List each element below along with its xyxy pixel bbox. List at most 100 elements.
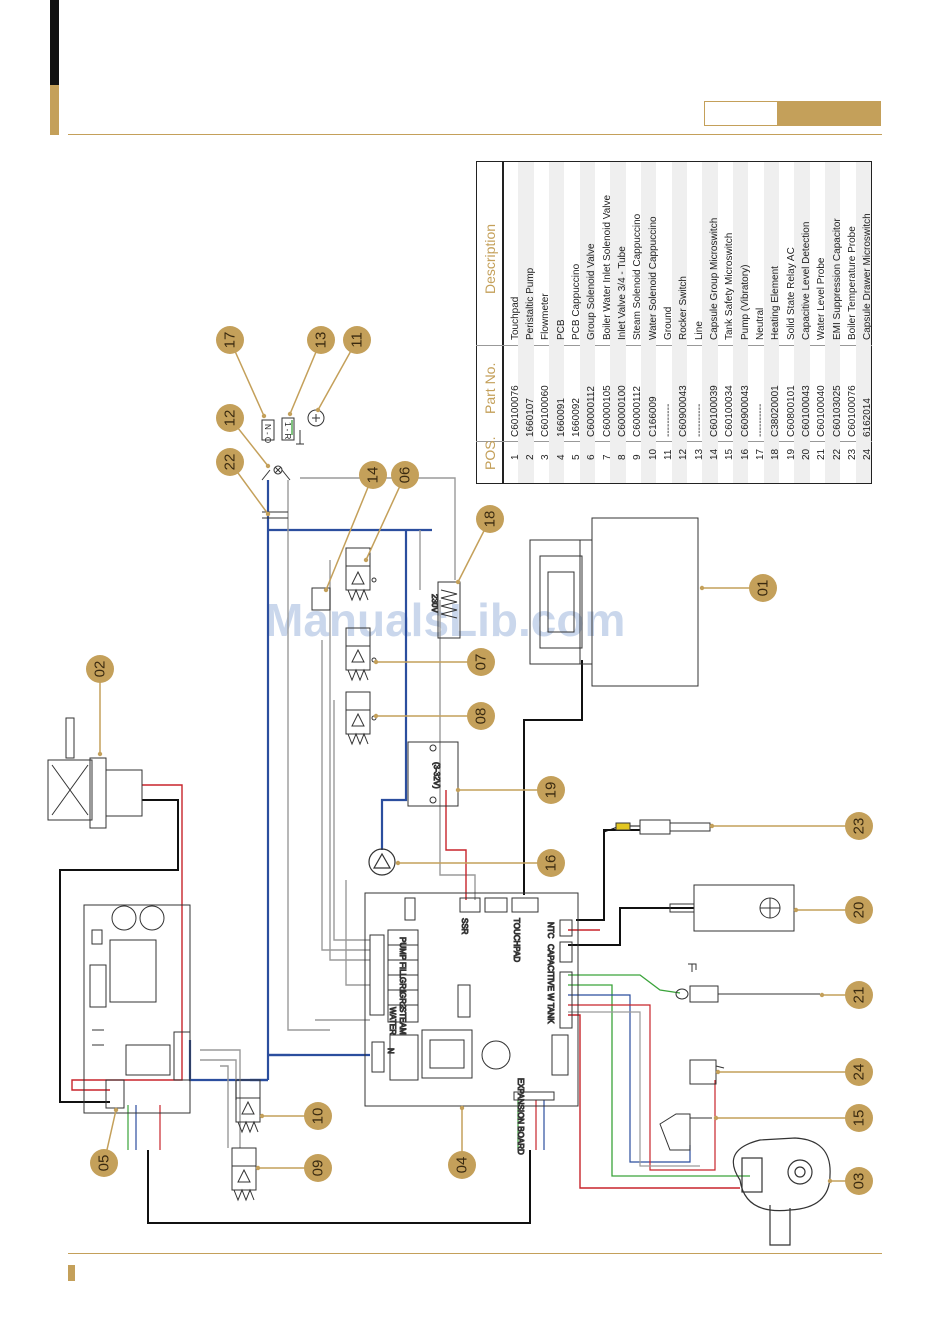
callout-label-03: 03 (851, 1173, 868, 1190)
callout-arrowhead (255, 1165, 261, 1171)
callout-circle-23 (845, 812, 873, 840)
callout-label-09: 09 (310, 1160, 327, 1177)
callout-arrowhead (455, 579, 461, 585)
callout-label-22: 22 (222, 454, 239, 471)
table-row-stripe (579, 162, 595, 483)
callout-leader (365, 474, 406, 561)
callout-label-12: 12 (222, 410, 239, 427)
solenoid-valves (231, 547, 377, 1202)
callout-circle-07 (467, 648, 495, 676)
callout-label-05: 05 (96, 1155, 113, 1172)
callout-arrowhead (287, 411, 293, 417)
switch-label-n: N - O (263, 424, 272, 443)
solenoid-valve-06 (345, 547, 377, 602)
callout-arrowhead (827, 1178, 833, 1184)
solenoid-valve-09 (231, 1147, 257, 1202)
callout-circle-12 (216, 404, 244, 432)
callout-circle-15 (845, 1104, 873, 1132)
table-row-stripe (702, 162, 718, 483)
capacitive-sensor (669, 884, 795, 932)
callout-label-11: 11 (349, 332, 366, 348)
pcb-label-touchpad: TOUCHPAD (512, 918, 521, 962)
heating-voltage: 230V (430, 594, 439, 613)
table-row-stripe (733, 162, 749, 483)
callout-arrowhead (395, 860, 401, 866)
callout-circle-16 (537, 849, 565, 877)
callout-arrowhead (715, 1069, 721, 1075)
callout-arrowhead (261, 413, 267, 419)
callout-circle-18 (476, 505, 504, 533)
callout-label-17: 17 (222, 332, 239, 349)
watermark: ManualsLib.com (265, 594, 625, 646)
callout-label-10: 10 (310, 1108, 327, 1125)
callout-label-02: 02 (92, 661, 109, 678)
wire-black (59, 660, 694, 1224)
table-row-stripe (794, 162, 810, 483)
callout-arrowhead (709, 823, 715, 829)
flowmeter-component (732, 1137, 831, 1246)
switch-text: N - O 1 - R (263, 422, 292, 443)
callout-circle-20 (845, 896, 873, 924)
callout-circle-09 (304, 1154, 332, 1182)
heating-element: 230V (430, 581, 461, 639)
callout-group: 0102030405060708091011121314151617181920… (86, 326, 873, 1195)
table-header-divider (502, 161, 504, 484)
callout-arrowhead (265, 463, 271, 469)
header-box-gold (778, 101, 881, 126)
callout-circle-19 (537, 776, 565, 804)
callout-circle-01 (749, 574, 777, 602)
callout-arrowhead (315, 407, 321, 413)
callout-arrowhead (713, 1115, 719, 1121)
callout-label-06: 06 (397, 467, 414, 484)
table-row-stripe (549, 162, 565, 483)
solenoid-valve-08 (345, 691, 377, 746)
solid-state-relay: (3-32V) (407, 741, 459, 807)
callout-label-08: 08 (473, 708, 490, 725)
pcb-label-water: WATER (388, 1007, 397, 1035)
callout-label-14: 14 (365, 467, 382, 484)
callout-arrowhead (265, 511, 271, 517)
callout-circle-17 (216, 326, 244, 354)
table-row-stripe (671, 162, 687, 483)
vibratory-pump (368, 848, 396, 876)
callout-circle-14 (359, 461, 387, 489)
callout-label-23: 23 (851, 818, 868, 835)
left-black-bar (50, 0, 59, 85)
callout-label-24: 24 (851, 1064, 868, 1081)
parts-table (476, 161, 872, 484)
callout-label-21: 21 (851, 987, 868, 1004)
table-row-stripe (763, 162, 779, 483)
callout-arrowhead (699, 585, 705, 591)
callout-arrowhead (455, 787, 461, 793)
callout-arrowhead (323, 587, 329, 593)
callout-circle-06 (391, 461, 419, 489)
pcb-label-ntc: NTC (546, 922, 555, 939)
callout-arrowhead (373, 659, 379, 665)
callout-arrowhead (373, 713, 379, 719)
callout-label-01: 01 (755, 580, 772, 597)
switch-label-l: 1 - R (283, 422, 292, 440)
wire-multicolor (127, 994, 716, 1171)
callout-label-15: 15 (851, 1110, 868, 1127)
callout-circle-08 (467, 702, 495, 730)
callout-arrowhead (97, 751, 103, 757)
pcb-label-pump: PUMP (398, 937, 407, 960)
touchpad-component (529, 517, 699, 687)
callout-arrowhead (113, 1107, 119, 1113)
table-row-stripe (518, 162, 534, 483)
callout-label-07: 07 (473, 654, 490, 671)
level-probe (675, 963, 820, 1003)
callout-arrowhead (819, 992, 825, 998)
callout-circle-21 (845, 981, 873, 1009)
callout-circle-02 (86, 655, 114, 683)
callout-circle-05 (90, 1149, 118, 1177)
table-row-stripe (610, 162, 626, 483)
header-rule (68, 134, 882, 135)
pcb-label-expansion: EXPANSION BOARD (516, 1078, 525, 1155)
callout-label-16: 16 (543, 855, 560, 872)
callout-label-20: 20 (851, 902, 868, 919)
callout-arrowhead (259, 1113, 265, 1119)
pcb-label-fill: FILL (398, 962, 407, 979)
wire-red (71, 784, 740, 1189)
